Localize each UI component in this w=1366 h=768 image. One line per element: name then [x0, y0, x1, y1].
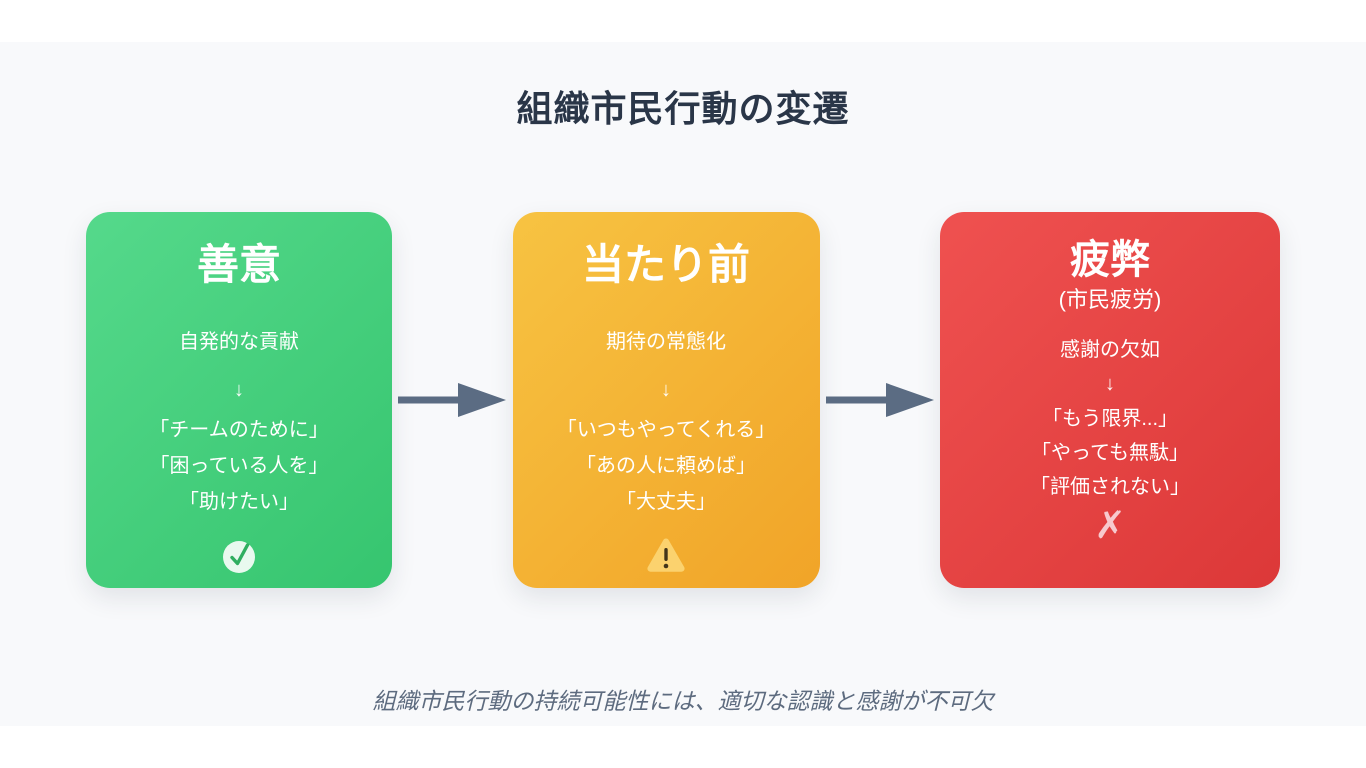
down-arrow-icon: ↓: [234, 379, 244, 401]
stage-description: 期待の常態化: [606, 331, 726, 353]
quote-line: 「大丈夫」: [616, 491, 716, 513]
quote-line: 「助けたい」: [179, 491, 299, 513]
cross-mark-icon: ✗: [1094, 506, 1126, 546]
quote-line: 「困っている人を」: [149, 455, 329, 477]
stage-quotes: 「チームのために」 「困っている人を」 「助けたい」: [149, 412, 328, 520]
down-arrow-icon: ↓: [661, 379, 671, 401]
connector-arrow-2: [820, 212, 941, 588]
check-circle-icon: [219, 536, 259, 576]
quote-line: 「評価されない」: [1030, 476, 1190, 498]
stage-title: 疲弊: [1070, 238, 1150, 282]
stage-card-fatigue: 疲弊 (市民疲労) 感謝の欠如 ↓ 「もう限界...」 「やっても無駄」 「評価…: [940, 212, 1280, 588]
stage-description: 感謝の欠如: [1060, 339, 1160, 361]
cross-mark-glyph: ✗: [1094, 505, 1126, 547]
stage-title: 善意: [196, 241, 281, 288]
warning-triangle-icon: [645, 536, 687, 576]
down-arrow-icon: ↓: [1105, 373, 1115, 395]
stage-card-taken-for-granted: 当たり前 期待の常態化 ↓ 「いつもやってくれる」 「あの人に頼めば」 「大丈夫…: [512, 212, 820, 588]
stage-subtitle: (市民疲労): [1058, 287, 1162, 312]
stage-quotes: 「もう限界...」 「やっても無駄」 「評価されない」: [1030, 402, 1190, 504]
quote-line: 「いつもやってくれる」: [556, 419, 776, 441]
diagram-panel: 組織市民行動の変遷 善意 自発的な貢献 ↓ 「チームのために」 「困っている人を…: [0, 42, 1366, 726]
stage-card-goodwill: 善意 自発的な貢献 ↓ 「チームのために」 「困っている人を」 「助けたい」: [86, 212, 392, 588]
quote-line: 「あの人に頼めば」: [576, 455, 756, 477]
quote-line: 「チームのために」: [149, 419, 329, 441]
page-title: 組織市民行動の変遷: [516, 88, 850, 129]
right-arrow-icon: [825, 383, 934, 417]
right-arrow-icon: [398, 383, 507, 417]
connector-arrow-1: [392, 212, 513, 588]
footer-caption: 組織市民行動の持続可能性には、適切な認識と感謝が不可欠: [372, 688, 994, 714]
stage-description: 自発的な貢献: [179, 331, 299, 353]
stage-quotes: 「いつもやってくれる」 「あの人に頼めば」 「大丈夫」: [557, 412, 775, 520]
quote-line: 「やっても無駄」: [1031, 442, 1189, 464]
stage-title: 当たり前: [581, 241, 750, 288]
quote-line: 「もう限界...」: [1041, 408, 1179, 430]
stages-row: 善意 自発的な貢献 ↓ 「チームのために」 「困っている人を」 「助けたい」: [0, 212, 1366, 588]
